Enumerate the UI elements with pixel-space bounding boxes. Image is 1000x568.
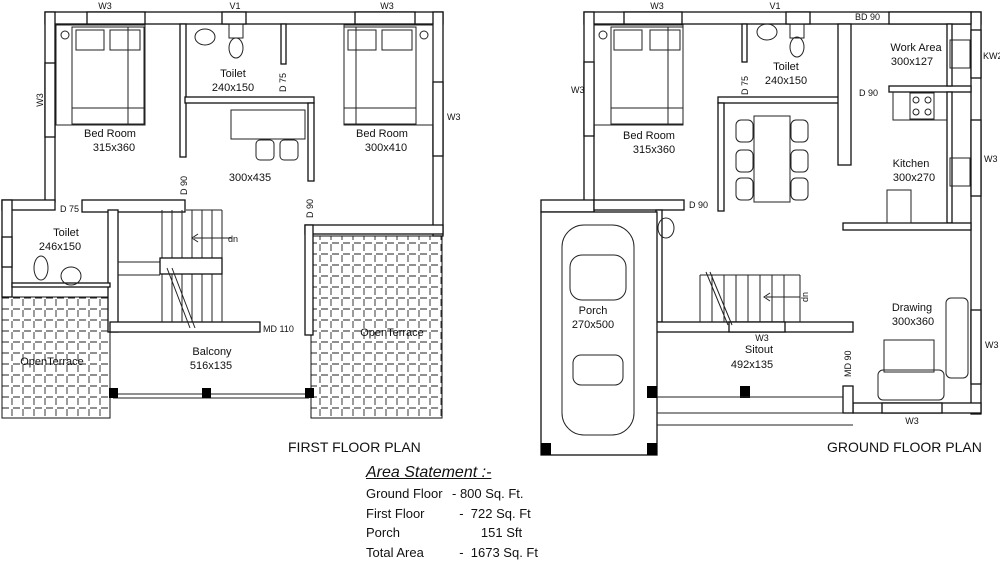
area-statement: Area Statement :- Ground Floor - 800 Sq. … <box>366 462 538 562</box>
area-label: Ground Floor <box>366 486 443 501</box>
room-name: Toilet <box>53 227 79 239</box>
area-value: 151 Sft <box>452 525 523 540</box>
area-value: - 722 Sq. Ft <box>452 505 531 521</box>
door-label: D 90 <box>859 88 878 98</box>
room-name: Bed Room <box>623 130 675 142</box>
room-size: 240x150 <box>212 82 254 94</box>
area-row: Total Area - 1673 Sq. Ft <box>366 543 538 563</box>
room-size: 300x410 <box>365 142 407 154</box>
door-label: MD 110 <box>263 324 294 334</box>
window-label: V1 <box>229 1 240 11</box>
bed-icon <box>343 24 434 126</box>
room-size: 240x150 <box>765 75 807 87</box>
toilet-fixtures-icon <box>33 23 244 286</box>
plan-title: GROUND FLOOR PLAN <box>827 439 982 455</box>
door-label: D 90 <box>689 200 708 210</box>
door-label: D 75 <box>278 73 288 92</box>
stair-direction: up <box>801 292 811 302</box>
room-size: 300x435 <box>229 172 271 184</box>
room-name: Work Area <box>890 42 942 54</box>
door-label: D 75 <box>60 204 79 214</box>
window-label: W3 <box>905 416 919 426</box>
toilet-fixtures-icon <box>657 23 805 239</box>
porch <box>540 211 853 456</box>
window-label: W3 <box>571 85 585 95</box>
room-name: Kitchen <box>893 158 930 170</box>
room-name: Balcony <box>192 346 232 358</box>
area-statement-heading: Area Statement :- <box>366 464 492 481</box>
room-size: 516x135 <box>190 360 232 372</box>
room-size: 300x270 <box>893 172 935 184</box>
room-name: Bed Room <box>356 128 408 140</box>
area-value: - 1673 Sq. Ft <box>452 544 538 560</box>
area-value: - 800 Sq. Ft. <box>452 486 524 501</box>
area-row: Ground Floor - 800 Sq. Ft. <box>366 484 538 504</box>
room-name: Drawing <box>892 302 932 314</box>
room-name: Toilet <box>220 68 246 80</box>
terrace-label: OpenTerrace <box>20 356 84 368</box>
door-label: D 90 <box>305 199 315 218</box>
room-size: 300x127 <box>891 56 933 68</box>
room-name: Sitout <box>745 344 773 356</box>
staircase <box>118 209 232 329</box>
window-label: W3 <box>985 340 999 350</box>
windows <box>1 11 444 268</box>
terrace-label: OpenTerrace <box>360 327 424 339</box>
door-label: MD 90 <box>843 350 853 377</box>
area-row: First Floor - 722 Sq. Ft <box>366 504 538 524</box>
open-terrace-left <box>1 296 111 419</box>
window-label: W3 <box>755 333 769 343</box>
bed-icon <box>593 24 684 126</box>
window-label: W3 <box>380 1 394 11</box>
area-label: First Floor <box>366 505 425 521</box>
area-label: Porch <box>366 525 400 540</box>
window-label: W3 <box>984 154 998 164</box>
windows <box>583 11 982 414</box>
open-terrace-right <box>310 235 443 419</box>
window-label: W3 <box>650 1 664 11</box>
room-size: 300x360 <box>892 316 934 328</box>
area-label: Total Area <box>366 544 424 560</box>
ground-floor-plan: W3 V1 W3 KW2 W3 W3 W3 W3 Bed Room 315x36… <box>540 1 1000 456</box>
room-name: Toilet <box>773 61 799 73</box>
room-size: 492x135 <box>731 359 773 371</box>
room-size: 315x360 <box>633 144 675 156</box>
room-name: Porch <box>579 305 608 317</box>
window-label: W3 <box>98 1 112 11</box>
room-size: 270x500 <box>572 319 614 331</box>
bed-icon <box>55 24 146 126</box>
dining-table-icon <box>735 115 809 203</box>
stair-direction: dn <box>228 234 238 244</box>
balcony-railing <box>109 388 314 399</box>
staircase <box>699 271 801 326</box>
door-label: BD 90 <box>855 12 880 22</box>
plan-title: FIRST FLOOR PLAN <box>288 439 421 455</box>
window-label: W3 <box>447 112 461 122</box>
window-label: V1 <box>769 1 780 11</box>
window-label: W3 <box>35 93 45 107</box>
sofa-icon <box>877 297 969 401</box>
room-size: 246x150 <box>39 241 81 253</box>
room-name: Bed Room <box>84 128 136 140</box>
kitchen-fixtures-icon <box>886 39 971 224</box>
study-table-icon <box>230 109 306 161</box>
door-label: D 90 <box>179 176 189 195</box>
area-row: Porch 151 Sft <box>366 523 538 543</box>
door-label: D 75 <box>740 76 750 95</box>
first-floor-plan: W3 V1 W3 W3 W3 Bed Room 315x360 Toilet 2… <box>1 1 461 455</box>
window-label: KW2 <box>983 51 1000 61</box>
room-size: 315x360 <box>93 142 135 154</box>
